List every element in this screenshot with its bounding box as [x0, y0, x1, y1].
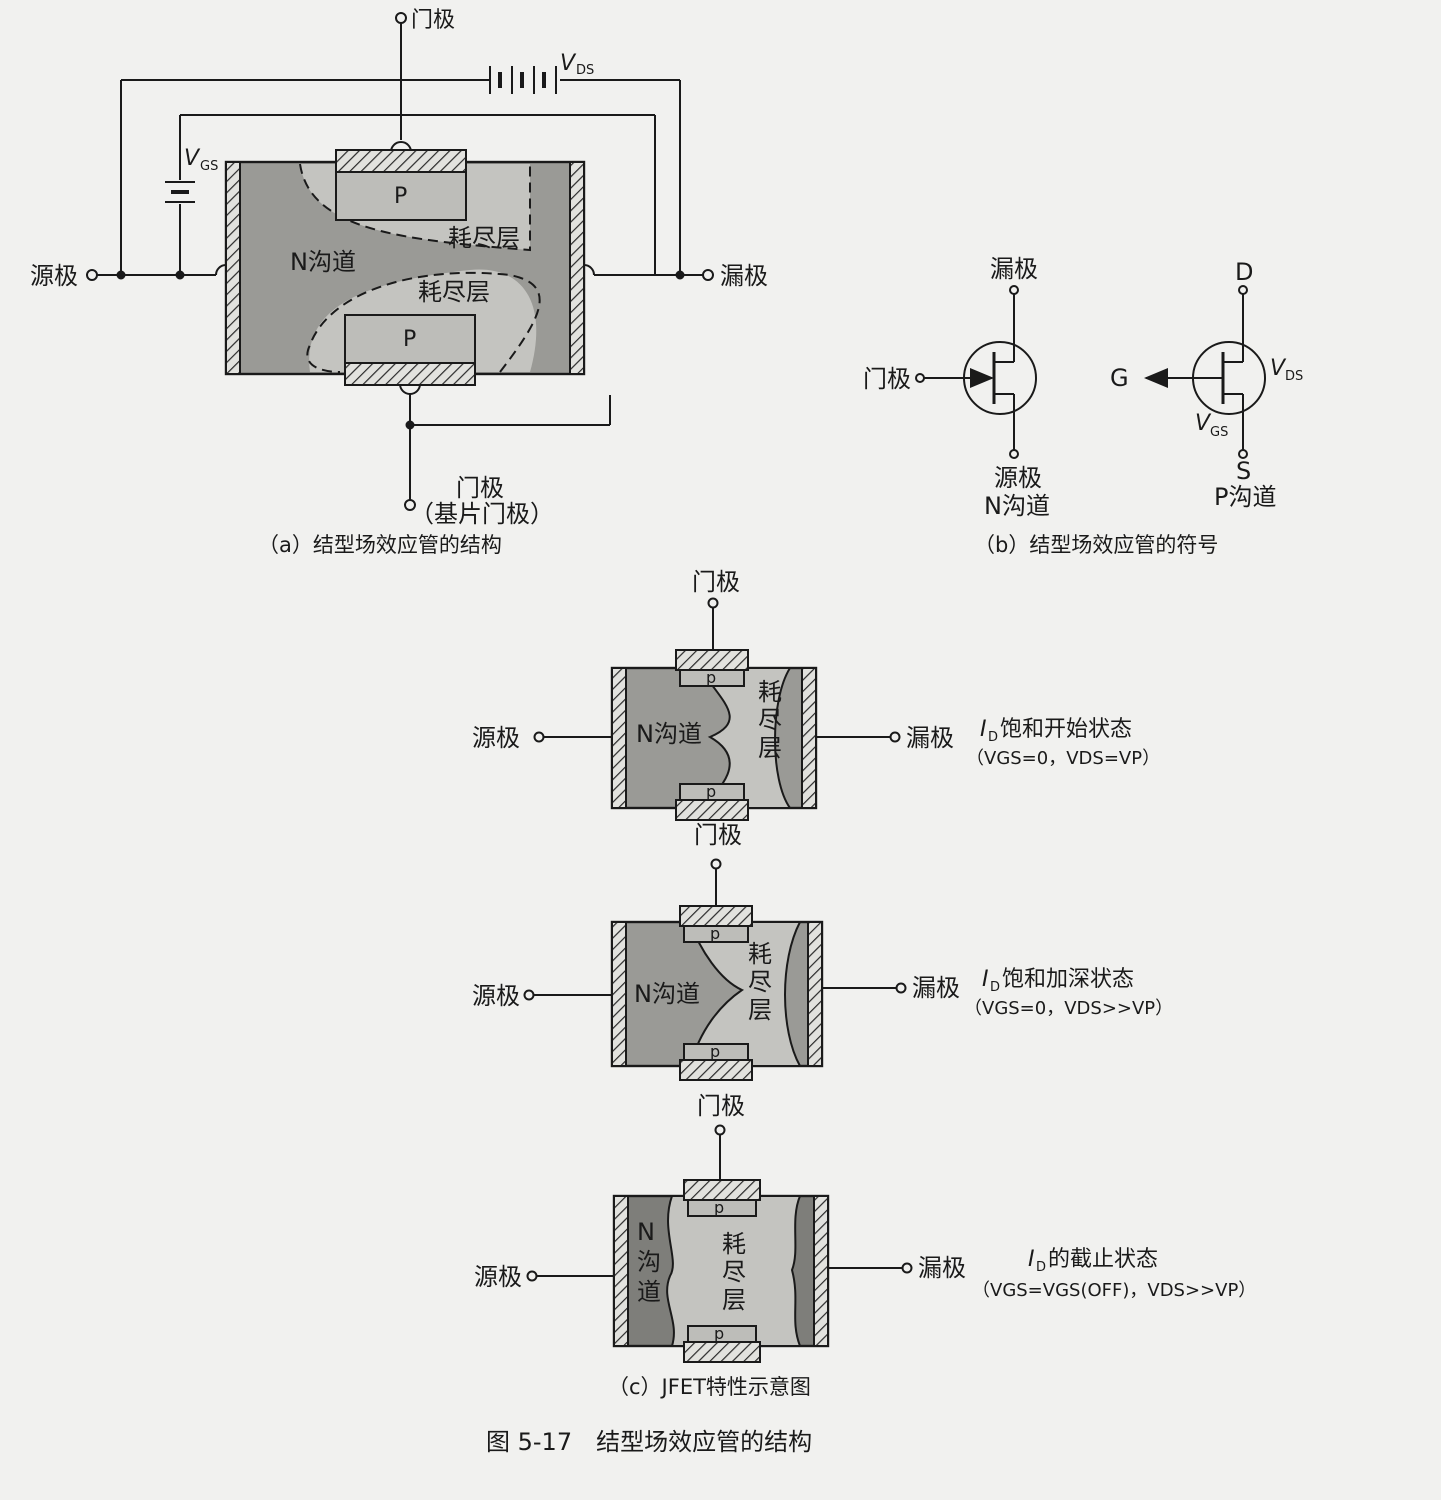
figure-caption: 图 5-17 结型场效应管的结构 [486, 1428, 812, 1456]
n-type-label: N沟道 [984, 492, 1050, 520]
s1-dep-1: 耗 [758, 678, 782, 706]
drain-label: 漏极 [720, 262, 768, 290]
d-label: D [1235, 258, 1253, 286]
panel-a-labels: 门极 V DS V GS P P N沟道 耗尽层 耗尽层 源极 漏极 门极 （基… [30, 8, 768, 557]
vds-label: V [560, 51, 577, 76]
s2-p-top: p [710, 924, 720, 943]
s2-title-i: I [982, 967, 989, 992]
panel-a-body [224, 149, 586, 386]
s2-dep-3: 层 [748, 996, 772, 1024]
s2-cond: （VGS=0，VDS>>VP） [964, 998, 1173, 1019]
s2-drain: 漏极 [912, 974, 960, 1002]
s1-title-sub: D [988, 730, 998, 745]
p-top-label: P [394, 184, 407, 209]
s3-p-bottom: p [714, 1324, 724, 1343]
vds-battery [489, 66, 557, 94]
n-gate-label: 门极 [863, 365, 911, 393]
s2-title-sub: D [990, 980, 1000, 995]
s1-source: 源极 [472, 724, 520, 752]
s2-channel: N沟道 [634, 980, 700, 1008]
p-type-label: P沟道 [1214, 483, 1276, 511]
s1-channel: N沟道 [636, 720, 702, 748]
drain-terminal [702, 269, 714, 281]
s3-ch-1: N [637, 1218, 655, 1246]
panel-b-labels: 漏极 门极 源极 N沟道 D G S V DS V GS P沟道 （b）结型场效… [863, 255, 1303, 557]
n-drain-label: 漏极 [990, 255, 1038, 283]
gate-bottom-label: 门极 [456, 474, 504, 502]
s3-dep-3: 层 [722, 1286, 746, 1314]
s2-p-bottom: p [710, 1042, 720, 1061]
vgs-b-label: V [1195, 411, 1212, 436]
s1-p-bottom: p [706, 782, 716, 801]
p-region-top [335, 171, 467, 221]
s1-drain: 漏极 [906, 724, 954, 752]
s3-cond: （VGS=VGS(OFF)，VDS>>VP） [972, 1280, 1256, 1301]
s-label: S [1236, 457, 1251, 485]
s1-dep-2: 尽 [758, 706, 782, 734]
s1-gate: 门极 [692, 568, 740, 596]
s1-title: 饱和开始状态 [1000, 717, 1132, 742]
panel-a-structure [86, 12, 714, 511]
s2-dep-1: 耗 [748, 940, 772, 968]
s3-ch-2: 沟 [637, 1248, 661, 1276]
gate-top-terminal [395, 12, 407, 24]
p-bottom-label: P [403, 327, 416, 352]
state-saturation-start: 门极 p p N沟道 耗 尽 层 源极 漏极 I D 饱和开始状态 （VGS=0… [472, 568, 1160, 821]
s2-source: 源极 [472, 982, 520, 1010]
s1-p-top: p [706, 668, 716, 687]
s3-gate: 门极 [697, 1092, 745, 1120]
vgs-label: V [184, 146, 201, 171]
s1-cond: （VGS=0，VDS=VP） [966, 748, 1160, 769]
state-cutoff: 门极 p p N 沟 道 耗 尽 层 源极 漏极 I D 的截止状态 （VGS=… [474, 1092, 1256, 1363]
vds-sub: DS [576, 63, 594, 78]
s3-ch-3: 道 [637, 1278, 661, 1306]
vgs-sub: GS [200, 159, 218, 174]
vgs-b-sub: GS [1210, 425, 1228, 440]
s1-dep-3: 层 [758, 734, 782, 762]
g-label: G [1110, 364, 1129, 392]
s3-title-i: I [1028, 1247, 1035, 1272]
s3-title: 的截止状态 [1048, 1247, 1158, 1272]
caption-a: （a）结型场效应管的结构 [258, 533, 502, 557]
s2-dep-2: 尽 [748, 968, 772, 996]
s3-dep-1: 耗 [722, 1230, 746, 1258]
p-channel-symbol [1144, 285, 1266, 459]
s3-title-sub: D [1036, 1260, 1046, 1275]
source-label: 源极 [30, 262, 78, 290]
substrate-gate-label: （基片门极） [410, 500, 554, 528]
vds-b-label: V [1270, 356, 1287, 381]
s2-title: 饱和加深状态 [1002, 967, 1134, 992]
s3-drain: 漏极 [918, 1254, 966, 1282]
n-channel-symbol [915, 285, 1037, 459]
vds-b-sub: DS [1285, 369, 1303, 384]
caption-b: （b）结型场效应管的符号 [974, 533, 1218, 557]
panel-b-symbols [915, 285, 1266, 459]
s1-title-i: I [980, 717, 987, 742]
depletion-top-label: 耗尽层 [448, 224, 520, 252]
vgs-battery [165, 181, 195, 203]
source-terminal [86, 269, 98, 281]
depletion-bottom-label: 耗尽层 [418, 278, 490, 306]
s2-gate: 门极 [694, 821, 742, 849]
n-channel-label: N沟道 [290, 248, 356, 276]
s3-p-top: p [714, 1198, 724, 1217]
state-saturation-deep: 门极 p p N沟道 耗 尽 层 源极 漏极 I D 饱和加深状态 （VGS=0… [472, 821, 1173, 1081]
n-source-label: 源极 [994, 464, 1042, 492]
caption-c: （c）JFET特性示意图 [608, 1375, 811, 1399]
gate-top-label: 门极 [411, 8, 455, 33]
s3-source: 源极 [474, 1263, 522, 1291]
s3-dep-2: 尽 [722, 1258, 746, 1286]
gate-bottom-terminal [404, 499, 416, 511]
